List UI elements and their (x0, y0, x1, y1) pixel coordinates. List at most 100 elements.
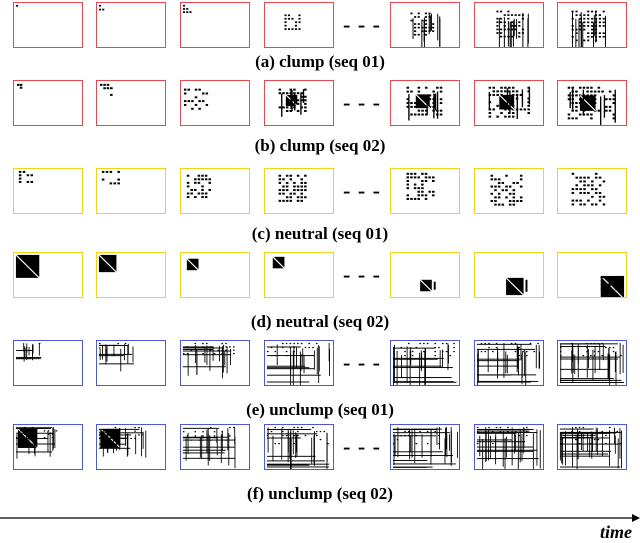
frame-pattern (488, 86, 531, 120)
sequence-frame (13, 80, 83, 126)
sequence-frame (390, 252, 460, 298)
sequence-frame (474, 2, 544, 48)
frame-pattern (101, 170, 120, 185)
frame-pattern (15, 4, 19, 7)
frame-pattern (284, 14, 301, 30)
frame-pattern (98, 254, 117, 273)
figure-row-2: - - - (0, 80, 640, 126)
sequence-frame (264, 424, 334, 470)
sequence-frame (557, 252, 627, 298)
frame-pattern (186, 174, 212, 199)
row-caption: (d) neutral (seq 02) (250, 312, 390, 331)
frame-pattern (18, 170, 34, 183)
ellipsis: - - - (343, 178, 381, 203)
frame-pattern (15, 426, 58, 459)
sequence-frame (96, 424, 166, 470)
sequence-frame (557, 2, 627, 48)
frame-pattern (182, 342, 235, 379)
sequence-frame (180, 168, 250, 214)
sequence-frame (557, 80, 627, 126)
frame-pattern (406, 86, 443, 121)
frame-pattern (98, 426, 147, 458)
sequence-frame (390, 80, 460, 126)
row-caption: (b) clump (seq 02) (254, 136, 386, 155)
sequence-frame (180, 252, 250, 298)
frame-pattern (476, 426, 541, 469)
frame-pattern (490, 174, 523, 206)
frame-pattern (476, 342, 541, 385)
sequence-frame (390, 424, 460, 470)
frame-pattern (571, 172, 606, 206)
frame-pattern (183, 88, 209, 110)
frame-pattern (16, 83, 23, 89)
frame-pattern (419, 279, 436, 292)
frame-pattern (15, 342, 42, 362)
frame-pattern (559, 342, 624, 385)
sequence-frame (96, 340, 166, 386)
frame-pattern (186, 258, 199, 271)
frame-pattern (600, 275, 625, 297)
frame-pattern (392, 426, 458, 468)
frame-pattern (567, 86, 616, 125)
sequence-frame (264, 340, 334, 386)
ellipsis: - - - (343, 12, 381, 37)
frame-pattern (278, 174, 307, 202)
figure-row-6: - - - (0, 424, 640, 470)
sequence-frame (474, 80, 544, 126)
row-caption: (e) unclump (seq 01) (246, 400, 394, 419)
ellipsis: - - - (343, 90, 381, 115)
frame-pattern (392, 342, 457, 385)
frame-pattern (406, 172, 435, 200)
frame-pattern (266, 342, 330, 385)
frame-pattern (410, 12, 441, 47)
ellipsis: - - - (343, 262, 381, 287)
sequence-frame (96, 252, 166, 298)
sequence-frame (557, 168, 627, 214)
row-caption: (f) unclump (seq 02) (247, 484, 393, 503)
sequence-frame (180, 340, 250, 386)
row-caption: (a) clump (seq 01) (255, 52, 385, 71)
frame-pattern (505, 277, 528, 296)
sequence-frame (264, 252, 334, 298)
sequence-frame (96, 80, 166, 126)
sequence-frame (474, 168, 544, 214)
sequence-frame (390, 168, 460, 214)
frame-pattern (15, 254, 40, 279)
frame-pattern (182, 4, 192, 13)
sequence-frame (180, 2, 250, 48)
frame-pattern (571, 10, 607, 47)
sequence-frame (474, 424, 544, 470)
sequence-frame (390, 2, 460, 48)
sequence-frame (474, 252, 544, 298)
sequence-frame (13, 340, 83, 386)
sequence-frame (474, 340, 544, 386)
time-axis-arrow (0, 514, 640, 522)
frame-pattern (272, 256, 285, 269)
frame-pattern (98, 4, 105, 11)
sequence-frame (557, 424, 627, 470)
sequence-frame (264, 168, 334, 214)
sequence-frame (13, 252, 83, 298)
sequence-frame (264, 2, 334, 48)
sequence-frame (264, 80, 334, 126)
row-caption: (c) neutral (seq 01) (251, 224, 389, 243)
frame-pattern (278, 88, 307, 117)
frame-pattern (98, 342, 134, 372)
frame-pattern (266, 426, 330, 469)
ellipsis: - - - (343, 434, 381, 459)
time-label: time (600, 522, 632, 542)
sequence-frame (180, 80, 250, 126)
frame-pattern (99, 83, 113, 96)
sequence-frame (96, 2, 166, 48)
sequence-frame (13, 168, 83, 214)
sequence-frame (96, 168, 166, 214)
frame-pattern (559, 426, 622, 469)
sequence-frame (390, 340, 460, 386)
sequence-frame (13, 2, 83, 48)
sequence-frame (557, 340, 627, 386)
figure-row-1: - - - (0, 2, 640, 48)
figure-row-5: - - - (0, 340, 640, 386)
frame-pattern (182, 426, 236, 469)
figure-row-3: - - - (0, 168, 640, 214)
